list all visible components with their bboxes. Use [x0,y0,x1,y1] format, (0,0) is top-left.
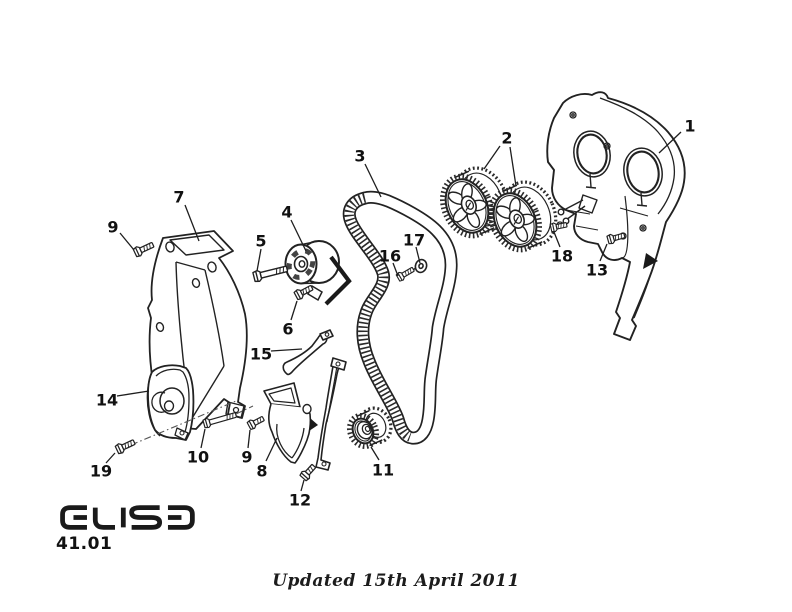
part-label-16: 16 [379,247,401,266]
bolt-9b [246,416,265,430]
cam-pulleys [439,166,558,253]
fasteners-layer [114,222,626,482]
bolt-12 [299,464,316,482]
leader-line [658,131,682,154]
leader-line [599,243,608,262]
part-label-2: 2 [501,129,512,148]
page-number: 41.01 [56,534,113,554]
part-label-5: 5 [255,232,266,251]
part-label-1: 1 [684,117,695,136]
bolt-13 [606,232,626,245]
leader-line [265,437,278,462]
leader-line [200,428,206,449]
updated-date: Updated 15th April 2011 [272,571,520,591]
part-label-7: 7 [173,188,184,207]
part-label-9: 9 [107,218,118,237]
leader-line [256,248,262,272]
leader-line [509,146,517,187]
leader-line [247,429,251,449]
leader-line [290,300,298,321]
leader-line [300,479,305,492]
bolt-19 [114,439,136,455]
part-label-9: 9 [241,448,252,467]
leader-line [553,231,561,248]
part-label-3: 3 [354,147,365,166]
direction-arrow [309,418,318,431]
leader-line [290,219,307,252]
elise-logo [60,505,195,530]
part-label-12: 12 [289,491,311,510]
outer-timing-cover [546,91,686,341]
leader-line [392,262,399,277]
part-label-4: 4 [281,203,292,222]
part-label-17: 17 [403,231,425,250]
bolt-10 [202,412,237,429]
crank-sprocket [346,406,393,450]
leader-line [184,204,200,242]
brand-block: 41.01 [56,504,201,554]
timing-belt [342,190,458,445]
part-label-19: 19 [90,462,112,481]
part-label-6: 6 [282,320,293,339]
bolt-6 [293,285,314,301]
bolt-9a [132,242,155,258]
tensioner-spring-arm [324,255,352,306]
leader-line [105,452,116,464]
leader-line [364,163,382,198]
lifting-bracket [263,357,347,471]
leader-line [270,348,303,352]
tensioner-pulley [284,240,352,306]
cover-mounting-bracket [557,194,598,225]
leader-line [119,232,135,251]
leader-line [415,246,421,264]
cam-pulley-right [487,180,558,253]
part-label-11: 11 [372,461,394,480]
direction-arrow [643,253,658,269]
crankshaft-sprocket [346,406,393,450]
bolt-5 [252,265,289,283]
leader-line [370,446,380,461]
part-label-18: 18 [551,247,573,266]
part-label-13: 13 [586,261,608,280]
bolt-16 [395,266,415,282]
part-label-8: 8 [256,462,267,481]
leader-line [483,145,501,170]
part-label-15: 15 [250,345,272,364]
stay-bracket [282,329,334,376]
part-label-10: 10 [187,448,209,467]
bolt-18 [549,222,568,233]
leader-line [116,390,150,397]
part-label-14: 14 [96,391,118,410]
lower-timing-cover [146,364,195,441]
alignment-lines [130,400,254,446]
